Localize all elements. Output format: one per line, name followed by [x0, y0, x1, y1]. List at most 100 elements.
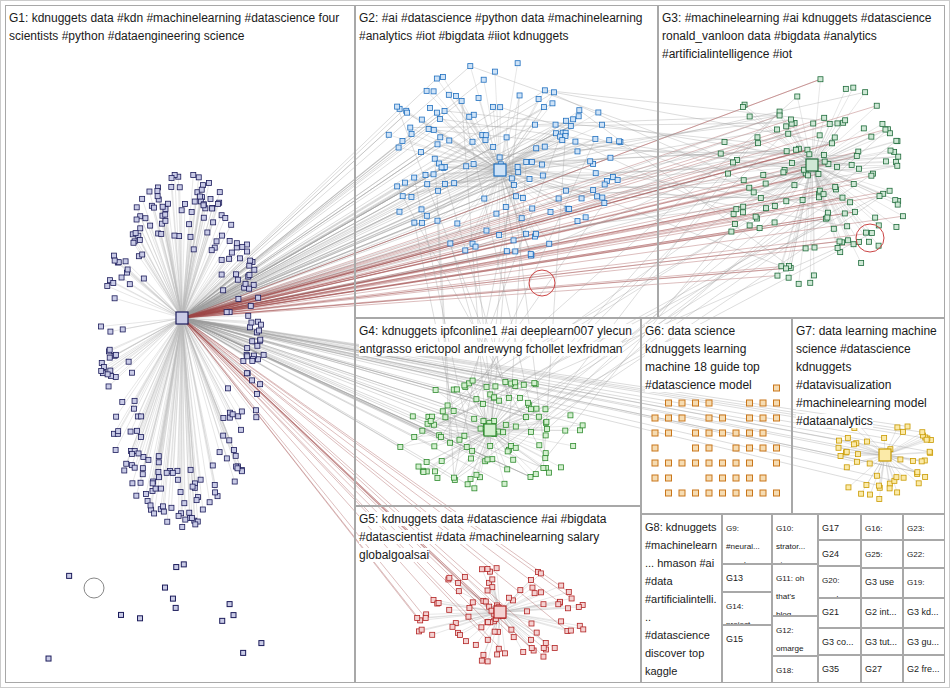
vertex: [198, 477, 203, 482]
network-edge: [182, 165, 542, 318]
vertex: [840, 195, 845, 200]
vertex: [666, 400, 672, 406]
vertex: [855, 459, 860, 464]
vertex: [503, 422, 508, 427]
vertex: [793, 147, 798, 152]
vertex: [915, 470, 920, 475]
network-edge: [182, 318, 884, 438]
vertex: [503, 379, 508, 384]
vertex: [763, 181, 768, 186]
group-heading: G5: kdnuggets data #datascience #ai #big…: [359, 512, 607, 562]
vertex: [757, 226, 762, 231]
vertex: [509, 627, 514, 632]
vertex: [777, 113, 782, 118]
vertex: [576, 114, 581, 119]
vertex: [470, 378, 475, 383]
network-edge: [148, 318, 182, 460]
vertex: [229, 222, 234, 227]
network-edge: [432, 612, 500, 635]
vertex: [693, 445, 699, 451]
vertex: [563, 428, 568, 433]
network-edge: [417, 612, 500, 618]
vertex: [568, 413, 573, 418]
vertex: [774, 445, 780, 451]
group-panel: G16: articles: [861, 514, 903, 540]
vertex: [430, 632, 435, 637]
vertex: [130, 370, 135, 375]
network-edge: [182, 202, 195, 318]
vertex: [128, 429, 133, 434]
vertex: [454, 387, 459, 392]
vertex: [420, 428, 425, 433]
vertex: [424, 213, 429, 218]
vertex: [859, 491, 864, 496]
network-edge: [146, 318, 182, 494]
group-heading: G4: kdnuggets ipfconline1 #ai deeplearn0…: [359, 324, 632, 356]
vertex: [786, 131, 791, 136]
vertex: [830, 141, 835, 146]
vertex: [774, 127, 779, 132]
vertex: [457, 632, 462, 637]
network-edge: [182, 125, 535, 318]
vertex: [833, 184, 838, 189]
vertex: [134, 217, 139, 222]
vertex: [421, 469, 426, 474]
vertex: [162, 585, 167, 590]
vertex: [112, 296, 117, 301]
vertex: [666, 460, 672, 466]
vertex: [485, 620, 490, 625]
vertex: [478, 426, 483, 431]
vertex: [201, 215, 206, 220]
vertex: [494, 566, 499, 571]
vertex: [129, 451, 134, 456]
vertex: [250, 378, 255, 383]
vertex: [426, 126, 431, 131]
vertex: [895, 490, 900, 495]
vertex: [844, 449, 849, 454]
vertex: [156, 470, 161, 475]
vertex: [734, 207, 739, 212]
vertex: [543, 640, 548, 645]
vertex: [170, 596, 175, 601]
vertex: [484, 384, 489, 389]
vertex: [900, 214, 905, 219]
vertex: [244, 249, 249, 254]
vertex: [181, 562, 186, 567]
vertex: [887, 188, 892, 193]
vertex: [763, 206, 768, 211]
vertex: [541, 654, 546, 659]
vertex: [576, 604, 581, 609]
vertex: [428, 419, 433, 424]
vertex: [513, 424, 518, 429]
network-edge: [182, 142, 575, 318]
vertex: [233, 453, 238, 458]
vertex: [459, 98, 464, 103]
vertex: [706, 490, 712, 496]
vertex: [567, 206, 572, 211]
vertex: [741, 210, 746, 215]
vertex: [506, 595, 511, 600]
network-edge: [812, 124, 882, 165]
network-edge: [182, 318, 195, 524]
vertex: [483, 599, 488, 604]
vertex: [197, 194, 202, 199]
group-heading: G10: strator... ai...: [776, 524, 805, 564]
network-edge: [554, 92, 832, 143]
vertex: [525, 609, 530, 614]
vertex: [188, 234, 193, 239]
network-edge: [518, 167, 782, 266]
vertex: [440, 409, 445, 414]
vertex: [451, 475, 456, 480]
vertex: [842, 211, 847, 216]
group-panel: G1: kdnuggets data #kdn #machinelearning…: [5, 5, 355, 683]
vertex: [747, 490, 753, 496]
vertex: [456, 589, 461, 594]
network-edge: [182, 318, 856, 443]
network-edge: [135, 241, 182, 318]
vertex: [920, 430, 925, 435]
group-panel: G13: [722, 564, 772, 592]
vertex: [412, 435, 417, 440]
vertex: [693, 430, 699, 436]
vertex: [927, 449, 932, 454]
